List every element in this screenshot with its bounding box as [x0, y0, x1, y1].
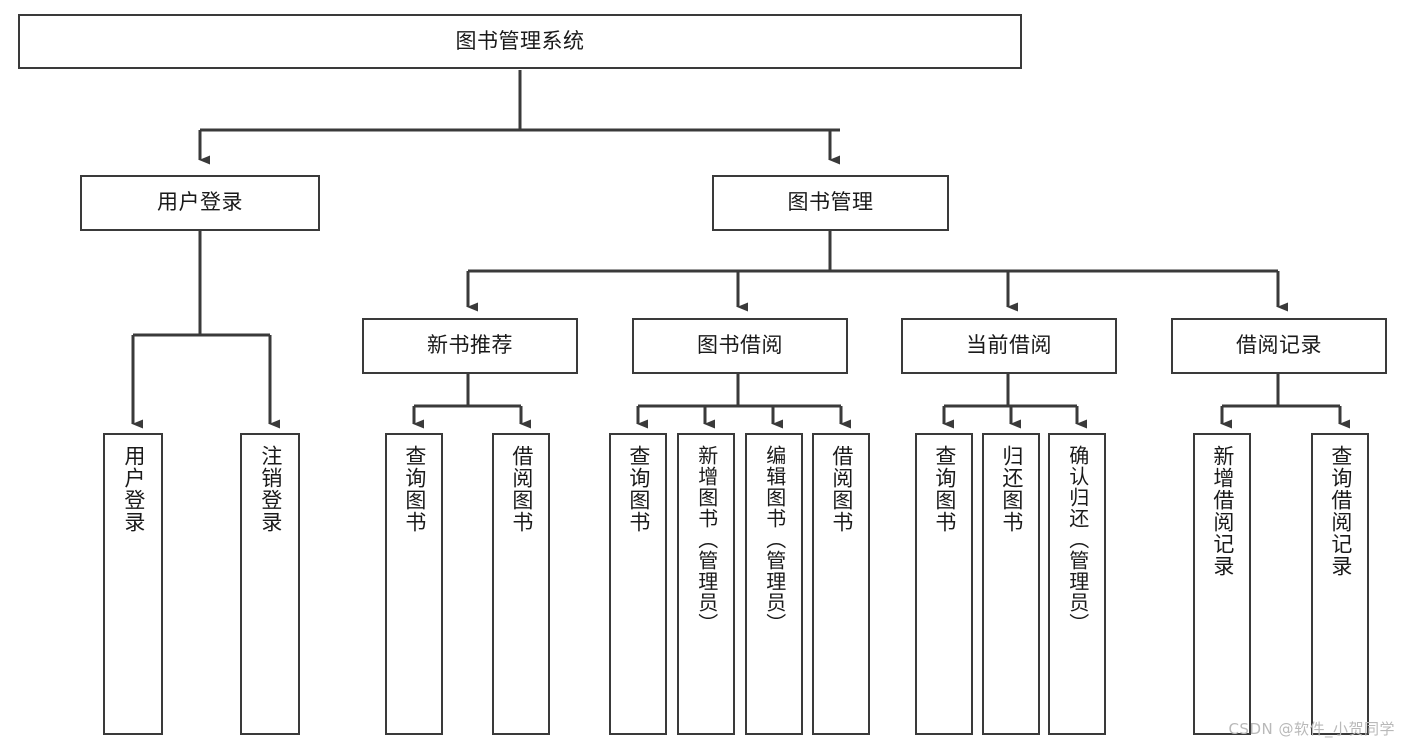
node-book-manage[interactable]: 图书管理	[712, 175, 949, 231]
leaf-edit-book[interactable]: 编辑图书（管理员）	[745, 433, 803, 735]
csdn-watermark: CSDN @软件_小贺同学	[1228, 720, 1395, 738]
node-label: 借阅图书	[509, 445, 534, 533]
leaf-query-book-borrow[interactable]: 查询图书	[609, 433, 667, 735]
node-label: 查询借阅记录	[1328, 445, 1353, 577]
leaf-logout-login[interactable]: 注销登录	[240, 433, 300, 735]
node-label: 图书管理	[787, 190, 874, 215]
leaf-add-borrow-record[interactable]: 新增借阅记录	[1193, 433, 1251, 735]
node-label: 图书管理系统	[455, 28, 585, 53]
node-new-book-recommend[interactable]: 新书推荐	[362, 318, 578, 374]
leaf-borrow-book-recommend[interactable]: 借阅图书	[492, 433, 550, 735]
node-root-library-system[interactable]: 图书管理系统	[18, 14, 1022, 69]
leaf-query-book-current[interactable]: 查询图书	[915, 433, 973, 735]
node-label: 新增借阅记录	[1210, 445, 1235, 577]
node-label: 编辑图书（管理员）	[762, 445, 787, 634]
node-label: 查询图书	[626, 445, 651, 533]
node-borrow-record[interactable]: 借阅记录	[1171, 318, 1387, 374]
node-label: 查询图书	[402, 445, 427, 533]
node-book-borrow[interactable]: 图书借阅	[632, 318, 848, 374]
leaf-query-borrow-record[interactable]: 查询借阅记录	[1311, 433, 1369, 735]
node-label: 用户登录	[157, 190, 243, 215]
node-label: 借阅图书	[829, 445, 854, 533]
leaf-query-book-recommend[interactable]: 查询图书	[385, 433, 443, 735]
node-user-login[interactable]: 用户登录	[80, 175, 320, 231]
node-label: 图书借阅	[697, 333, 783, 358]
node-label: 归还图书	[999, 445, 1024, 533]
node-label: 当前借阅	[966, 333, 1052, 358]
leaf-confirm-return[interactable]: 确认归还（管理员）	[1048, 433, 1106, 735]
node-label: 用户登录	[121, 445, 146, 533]
leaf-user-login[interactable]: 用户登录	[103, 433, 163, 735]
node-label: 新书推荐	[427, 333, 513, 358]
node-label: 借阅记录	[1236, 333, 1322, 358]
leaf-add-book[interactable]: 新增图书（管理员）	[677, 433, 735, 735]
node-label: 注销登录	[258, 445, 283, 533]
leaf-return-book[interactable]: 归还图书	[982, 433, 1040, 735]
node-label: 查询图书	[932, 445, 957, 533]
leaf-borrow-book[interactable]: 借阅图书	[812, 433, 870, 735]
node-label: 新增图书（管理员）	[694, 445, 719, 634]
node-current-borrow[interactable]: 当前借阅	[901, 318, 1117, 374]
node-label: 确认归还（管理员）	[1065, 445, 1090, 634]
